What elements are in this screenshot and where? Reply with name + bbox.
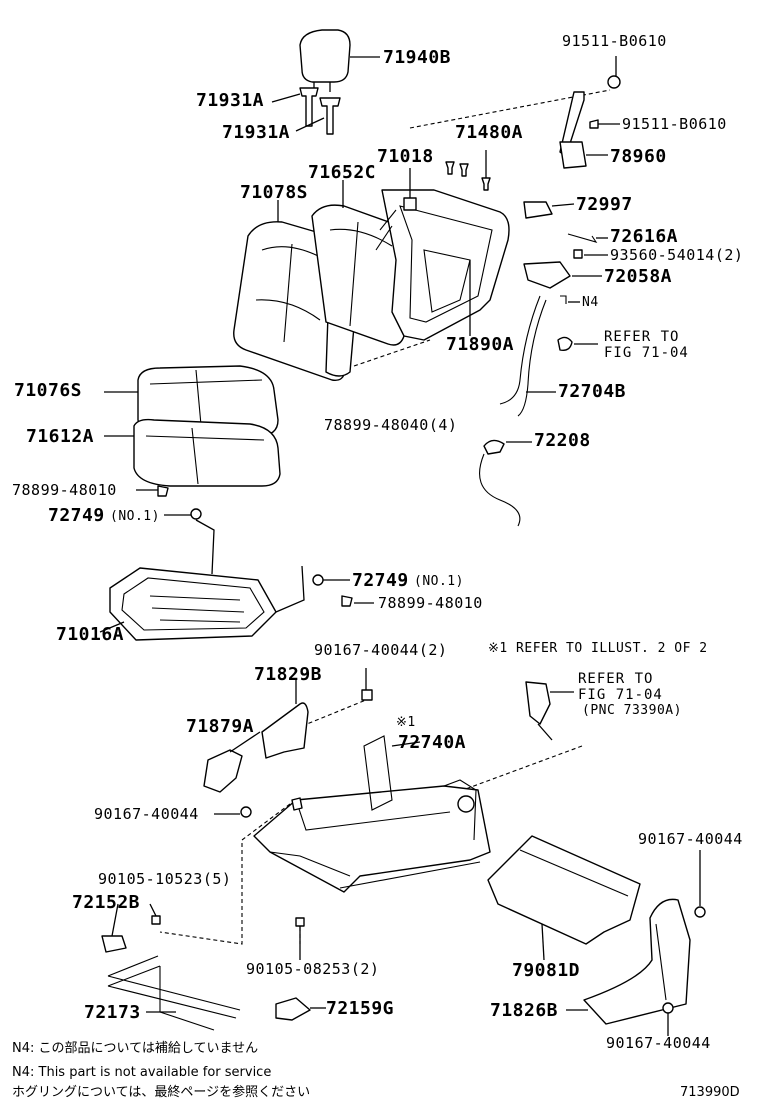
label-90167-40044-right: 90167-40044 — [638, 830, 743, 848]
label-71480A: 71480A — [455, 122, 524, 143]
label-72997: 72997 — [576, 194, 633, 215]
label-78899-48010-left: 78899-48010 — [12, 481, 117, 499]
label-91511-B0610-right: 91511-B0610 — [622, 115, 727, 133]
seat-frame-71016A — [99, 519, 374, 641]
label-72159G: 72159G — [326, 998, 395, 1019]
label-72740A: 72740A — [398, 732, 467, 753]
seatback-frame-71890A — [375, 168, 510, 341]
label-refer-to-2: REFER TO — [578, 671, 654, 687]
label-90167-40044-left: 90167-40044 — [94, 805, 199, 823]
label-71016A: 71016A — [56, 624, 125, 645]
label-refer-to-1: REFER TO — [604, 329, 680, 345]
label-71018: 71018 — [377, 146, 434, 167]
label-71078S: 71078S — [240, 182, 309, 203]
label-71879A: 71879A — [186, 716, 255, 737]
label-72208: 72208 — [534, 430, 591, 451]
side-cover-71826B — [566, 850, 706, 1036]
label-71612A: 71612A — [26, 426, 95, 447]
label-refer-fig-2: FIG 71-04 — [578, 687, 663, 703]
label-71940B: 71940B — [383, 47, 452, 68]
label-78899-48010-right: 78899-48010 — [378, 594, 483, 612]
note-n4-japanese: N4: この部品については補給していません — [12, 1041, 259, 1056]
label-72749-left: 72749 — [48, 505, 105, 526]
clips-71480A — [445, 150, 491, 191]
label-refer-illust-note: ※1 REFER TO ILLUST. 2 OF 2 — [488, 641, 708, 656]
seat-adjuster-72740A — [253, 735, 491, 893]
label-refer-fig-1: FIG 71-04 — [604, 345, 689, 361]
seat-pad-71612A — [104, 418, 281, 487]
label-90105-10523: 90105-10523(5) — [98, 870, 232, 888]
label-72749-right-no: (NO.1) — [414, 574, 464, 589]
label-72152B: 72152B — [72, 892, 141, 913]
label-star-1: ※1 — [396, 715, 416, 730]
label-71826B: 71826B — [490, 1000, 559, 1021]
label-72749-right: 72749 — [352, 570, 409, 591]
label-71652C: 71652C — [308, 162, 377, 183]
note-hog-ring-japanese: ホグリングについては、最終ページを参照ください — [12, 1085, 311, 1100]
label-71890A: 71890A — [446, 334, 515, 355]
side-cover-71829B — [261, 668, 373, 759]
label-78960: 78960 — [610, 146, 667, 167]
illustration-code: 713990D — [680, 1085, 740, 1100]
label-90167-40044-2: 90167-40044(2) — [314, 641, 448, 659]
label-N4: N4 — [582, 295, 599, 310]
label-refer-pnc: (PNC 73390A) — [582, 703, 682, 718]
lower-left-parts — [101, 903, 326, 1031]
label-79081D: 79081D — [512, 960, 581, 981]
fasteners-left — [136, 485, 202, 520]
note-n4-english: N4: This part is not available for servi… — [12, 1065, 272, 1080]
label-71931A-lower: 71931A — [222, 122, 291, 143]
label-72173: 72173 — [84, 1002, 141, 1023]
label-72704B: 72704B — [558, 381, 627, 402]
label-90105-08253: 90105-08253(2) — [246, 960, 380, 978]
seatbelt-parts — [479, 56, 621, 741]
label-71931A-upper: 71931A — [196, 90, 265, 111]
board-79081D — [487, 835, 641, 961]
label-71829B: 71829B — [254, 664, 323, 685]
bracket-71879A — [203, 731, 261, 818]
label-72616A: 72616A — [610, 226, 679, 247]
label-78899-48040: 78899-48040(4) — [324, 416, 458, 434]
headrest-71940B — [299, 29, 380, 92]
headrest-supports-71931A — [271, 87, 341, 135]
label-91511-B0610-top: 91511-B0610 — [562, 32, 667, 50]
label-90167-40044-bottom: 90167-40044 — [606, 1034, 711, 1052]
label-71076S: 71076S — [14, 380, 83, 401]
label-93560-54014: 93560-54014(2) — [610, 246, 744, 264]
label-72749-left-no: (NO.1) — [110, 509, 160, 524]
label-72058A: 72058A — [604, 266, 673, 287]
